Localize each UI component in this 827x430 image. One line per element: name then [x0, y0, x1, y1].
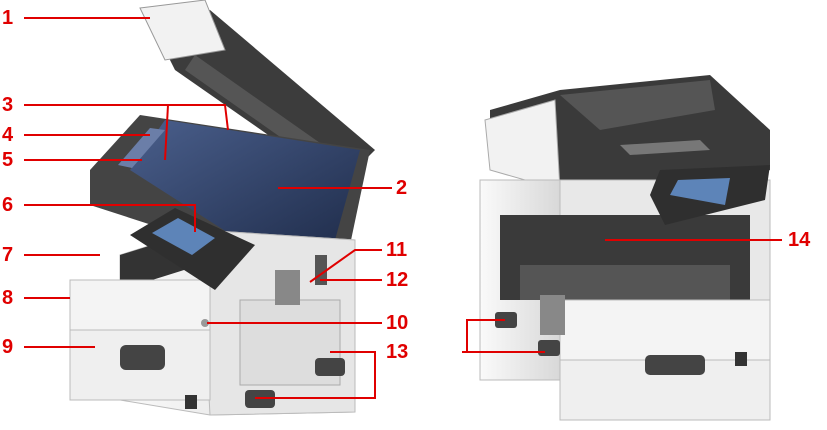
callout-3: 3	[2, 94, 14, 116]
callout-5: 5	[2, 149, 14, 171]
leader-6	[24, 204, 196, 232]
callout-13: 13	[386, 341, 409, 363]
callout-12: 12	[386, 269, 409, 291]
platen-glass	[130, 120, 360, 250]
left-printer	[69, 0, 375, 416]
leader-13b	[462, 319, 505, 353]
callout-14: 14	[788, 229, 811, 251]
callout-7: 7	[2, 244, 14, 266]
callout-10: 10	[386, 312, 409, 334]
leader-13a	[255, 351, 376, 399]
leader-11	[309, 249, 382, 283]
callout-6: 6	[2, 194, 14, 216]
callout-4: 4	[2, 124, 14, 146]
document-processor-lid	[150, 10, 375, 185]
right-printer	[479, 75, 771, 421]
leader-3b	[164, 104, 169, 161]
callout-11: 11	[386, 239, 408, 261]
callout-2: 2	[396, 177, 408, 199]
callout-9: 9	[2, 336, 14, 358]
callout-1: 1	[2, 7, 14, 29]
leader-3a	[24, 104, 229, 131]
callout-8: 8	[2, 287, 14, 309]
leader-lines	[24, 17, 782, 399]
